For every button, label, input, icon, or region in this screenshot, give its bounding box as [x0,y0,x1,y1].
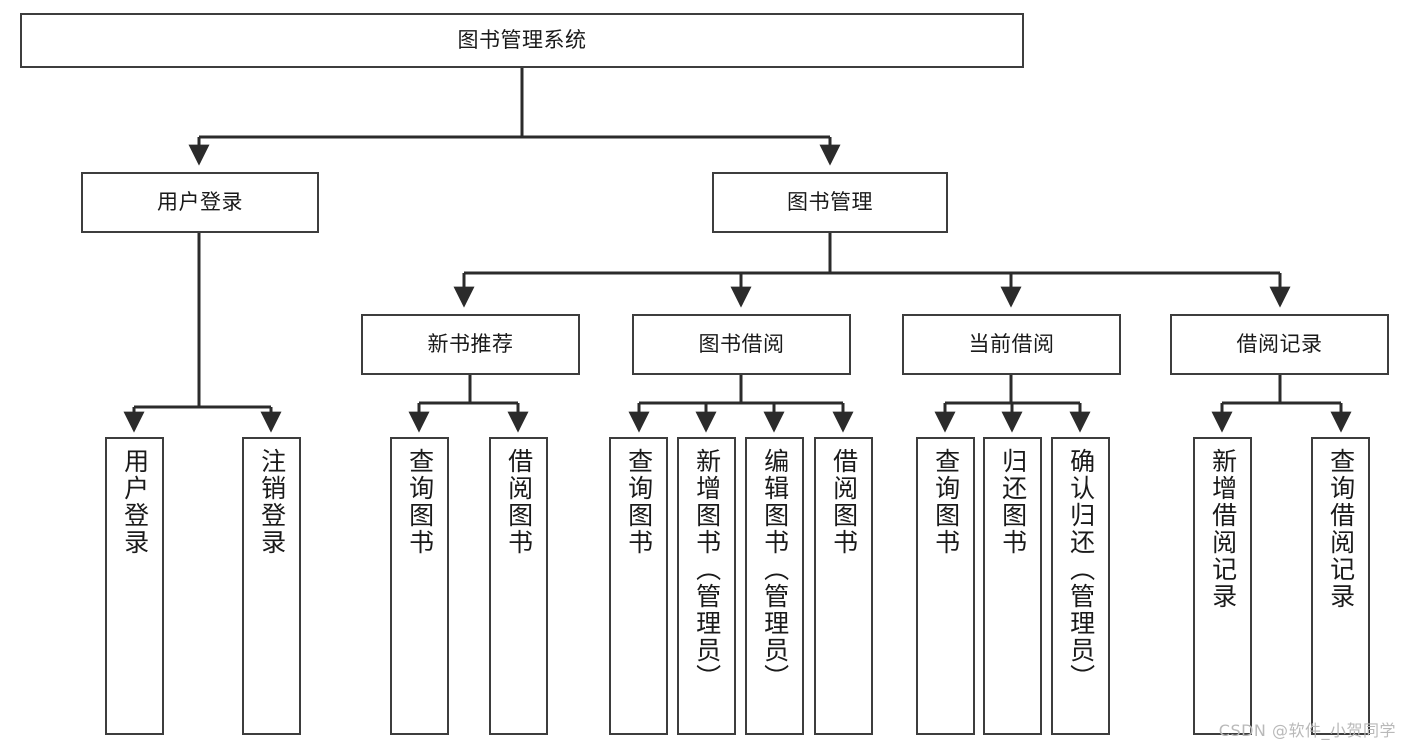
node-label: 编辑图书（管理员） [760,448,790,691]
node-label: 用户登录 [157,189,243,214]
leaf-current-return-book[interactable]: 归还图书 [983,437,1042,735]
leaf-current-query-book[interactable]: 查询图书 [916,437,975,735]
leaf-record-add-record[interactable]: 新增借阅记录 [1193,437,1252,735]
node-label: 图书管理系统 [457,27,587,52]
node-current-borrow[interactable]: 当前借阅 [902,314,1121,375]
node-label: 借阅图书 [504,448,534,556]
leaf-user-login-login[interactable]: 用户登录 [105,437,164,735]
node-label: 新增图书（管理员） [692,448,722,691]
node-label: 新增借阅记录 [1208,448,1238,610]
leaf-borrow-query-book[interactable]: 查询图书 [609,437,668,735]
node-label: 借阅记录 [1236,331,1323,356]
node-label: 新书推荐 [427,331,514,356]
node-new-book-recommend[interactable]: 新书推荐 [361,314,580,375]
node-label: 图书借阅 [698,331,785,356]
node-borrow-record[interactable]: 借阅记录 [1170,314,1389,375]
leaf-borrow-edit-book-admin[interactable]: 编辑图书（管理员） [745,437,804,735]
node-book-borrow[interactable]: 图书借阅 [632,314,851,375]
leaf-record-query-record[interactable]: 查询借阅记录 [1311,437,1370,735]
leaf-current-confirm-return-admin[interactable]: 确认归还（管理员） [1051,437,1110,735]
leaf-recommend-query-book[interactable]: 查询图书 [390,437,449,735]
node-root-system[interactable]: 图书管理系统 [20,13,1024,68]
node-label: 查询图书 [624,448,654,556]
node-label: 图书管理 [787,189,873,214]
leaf-borrow-borrow-book[interactable]: 借阅图书 [814,437,873,735]
node-label: 用户登录 [120,448,150,556]
node-label: 查询图书 [931,448,961,556]
leaf-user-login-logout[interactable]: 注销登录 [242,437,301,735]
node-label: 归还图书 [998,448,1028,556]
node-label: 查询借阅记录 [1326,448,1356,610]
node-user-login[interactable]: 用户登录 [81,172,319,233]
node-label: 确认归还（管理员） [1066,448,1096,691]
leaf-borrow-add-book-admin[interactable]: 新增图书（管理员） [677,437,736,735]
node-label: 借阅图书 [829,448,859,556]
node-label: 当前借阅 [968,331,1055,356]
leaf-recommend-borrow-book[interactable]: 借阅图书 [489,437,548,735]
csdn-watermark: CSDN @软件_小贺同学 [1218,721,1396,740]
node-label: 注销登录 [257,448,287,556]
node-book-management[interactable]: 图书管理 [712,172,948,233]
node-label: 查询图书 [405,448,435,556]
